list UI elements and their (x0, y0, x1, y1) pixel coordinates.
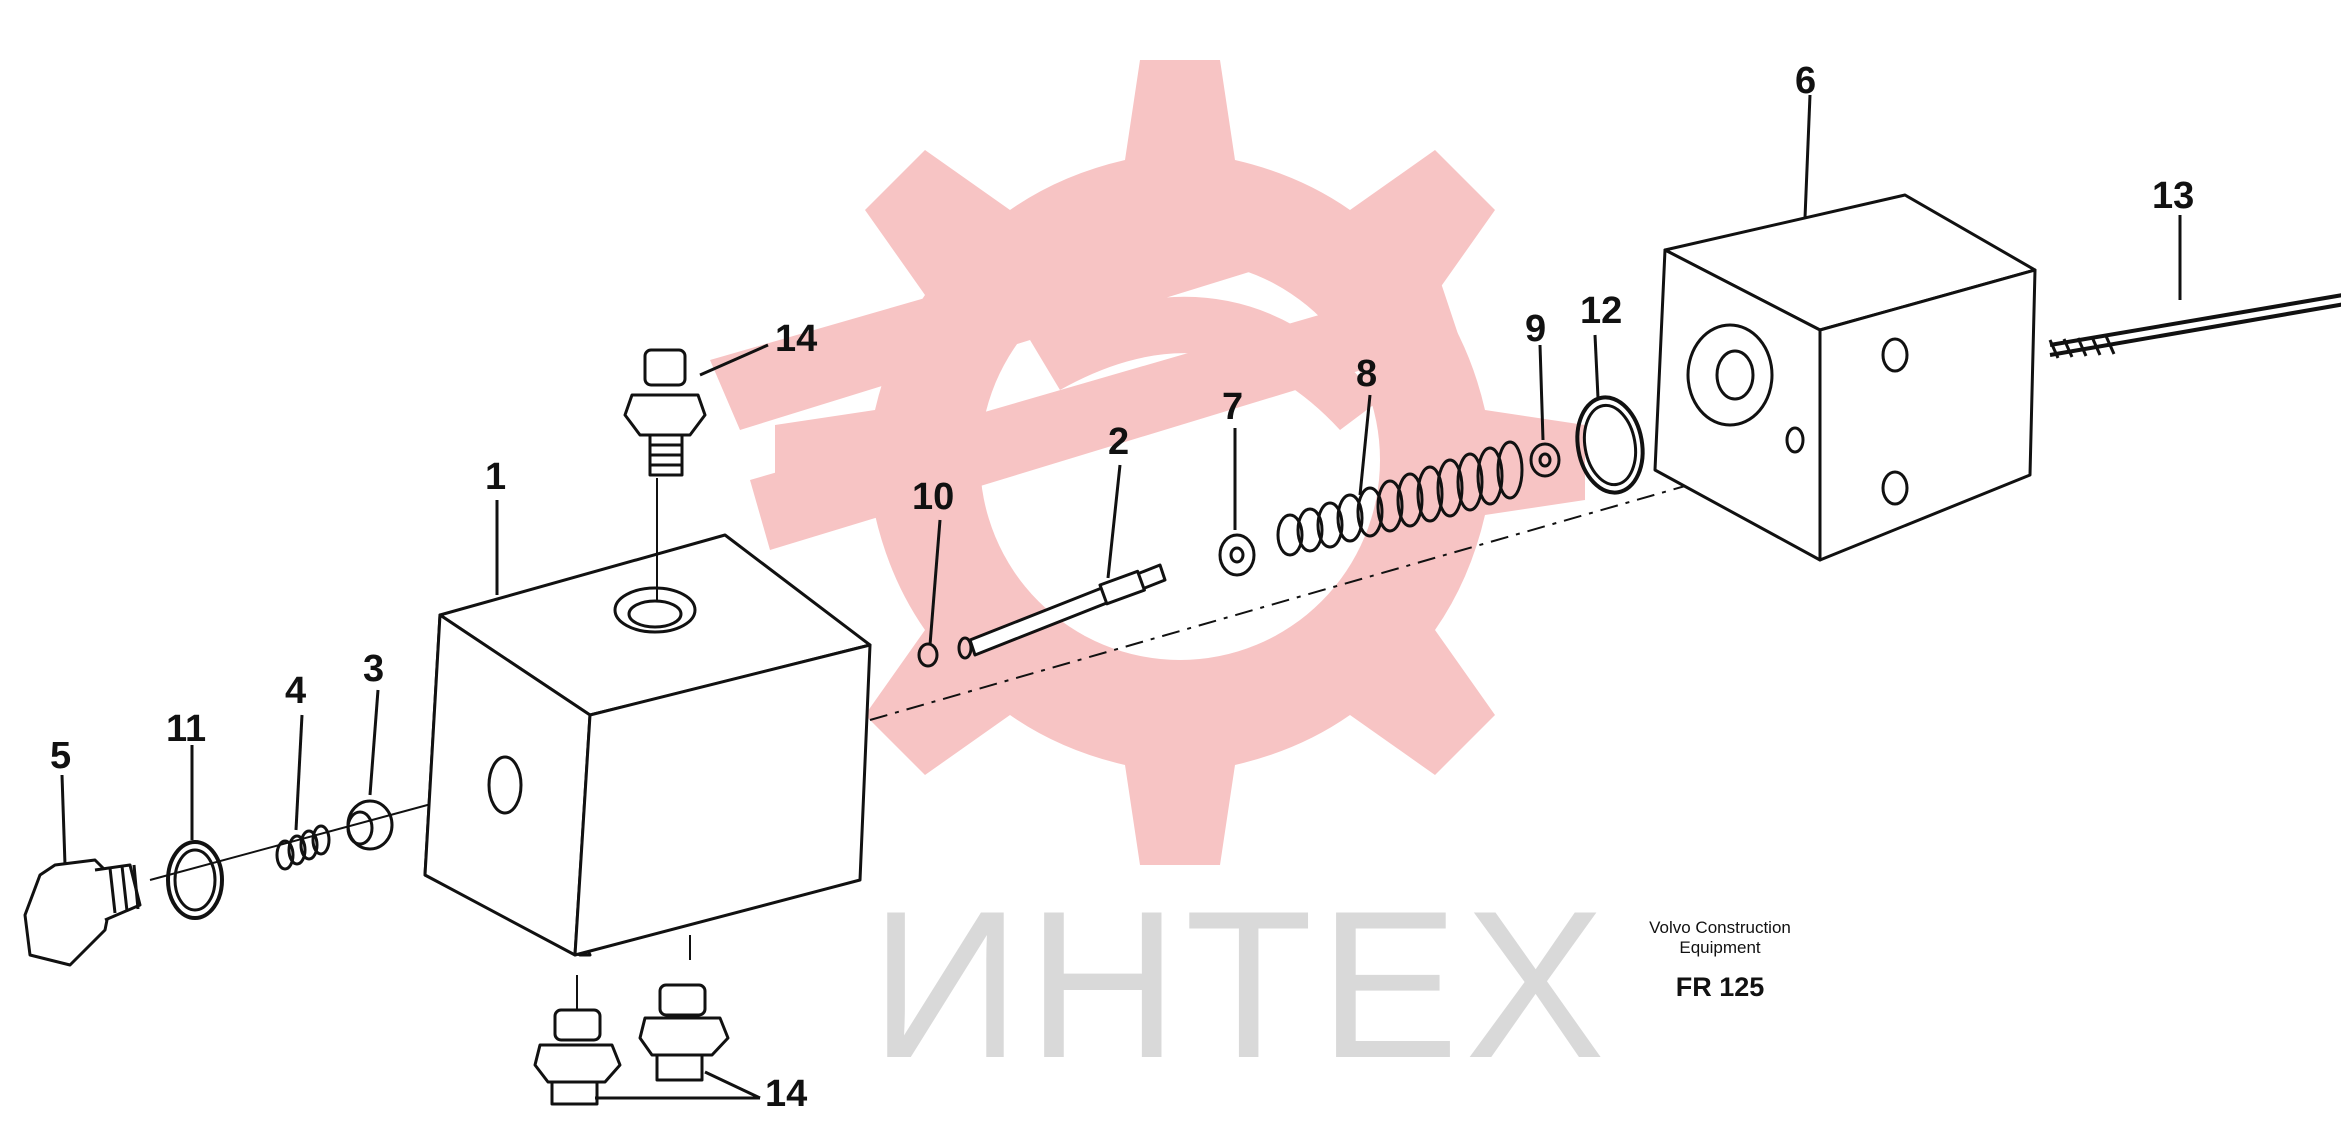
valve-housing-block-1 (423, 533, 872, 957)
end-cover-block-6 (1653, 193, 2037, 562)
caption-code: FR 125 (1675, 972, 1765, 1002)
o-ring-11 (166, 840, 224, 920)
callout-13: 13 (2152, 175, 2195, 217)
o-ring-12 (1575, 395, 1645, 495)
callout-12: 12 (1580, 290, 1623, 332)
callout-6: 6 (1795, 60, 1817, 102)
callout-9: 9 (1525, 308, 1547, 350)
callout-2: 2 (1108, 421, 1130, 463)
diagram-caption: Volvo Construction Equipment FR 125 (1600, 918, 1840, 1003)
fitting-14-top (623, 348, 707, 600)
spool-2 (957, 563, 1167, 660)
callout-8: 8 (1356, 353, 1378, 395)
block6-side-hole-1 (1881, 337, 1909, 373)
block1-top-port (613, 586, 697, 634)
callout-5: 5 (50, 735, 72, 777)
callout-1: 1 (485, 456, 507, 498)
callout-14-bottom: 14 (765, 1073, 808, 1115)
caption-line-2: Equipment (1679, 938, 1761, 957)
callout-3: 3 (363, 648, 385, 690)
callout-11: 11 (166, 708, 207, 750)
dashed-centerline (869, 409, 1951, 721)
fitting-14-bottom-left (533, 975, 622, 1106)
spring-8 (1276, 440, 1524, 557)
block6-face-bore (1686, 323, 1774, 427)
block6-side-hole-3 (1785, 426, 1805, 454)
plug-5 (23, 858, 142, 967)
bolt-13 (2048, 293, 2341, 359)
spring-4 (275, 824, 331, 871)
leader-lines (60, 94, 2182, 1100)
caption-line-1: Volvo Construction (1649, 918, 1791, 937)
callout-4: 4 (285, 670, 307, 712)
gear-swoosh (1030, 296, 1380, 430)
fitting-14-bottom-right (638, 935, 730, 1082)
washer-9 (1529, 442, 1561, 478)
callout-7: 7 (1222, 386, 1244, 428)
bolt-thread (2048, 335, 2116, 359)
block6-side-hole-2 (1881, 470, 1909, 506)
callout-10: 10 (912, 476, 955, 518)
block6-side (1818, 268, 2037, 562)
watermark-text: ИНТЕХ (870, 867, 1612, 1102)
block1-side (573, 643, 872, 957)
gear-bolt (710, 190, 1460, 550)
block1-front-port (487, 755, 523, 815)
washer-7 (1218, 533, 1256, 577)
snap-ring-10 (917, 642, 939, 668)
callout-14-top: 14 (775, 318, 818, 360)
